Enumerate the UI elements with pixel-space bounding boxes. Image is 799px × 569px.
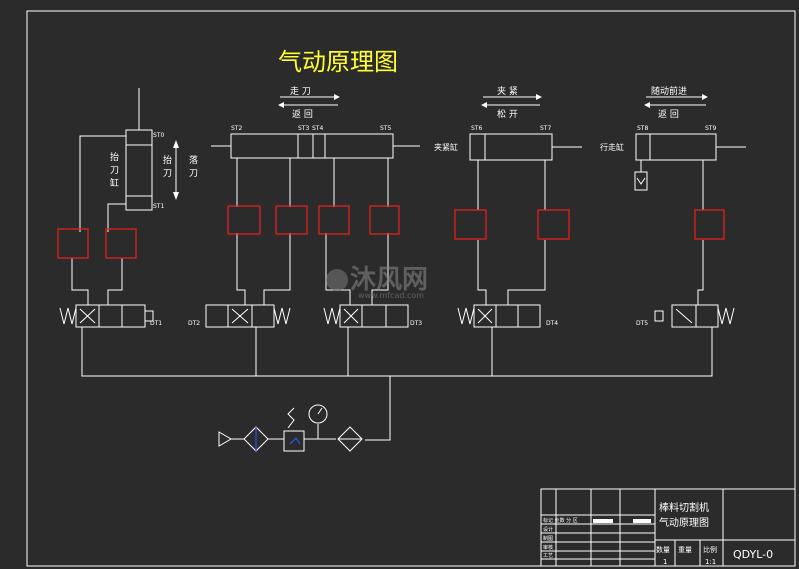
diagram-title: 气动原理图 (278, 48, 398, 76)
title-block-row-0: 标记 处数 分 区 (543, 517, 578, 524)
travel-cylinder: 行走缸 ST8 ST9 随动前进 返 回 (600, 85, 746, 305)
drawing-number: QDYL-0 (733, 548, 773, 561)
tag-st5: ST5 (380, 125, 391, 132)
tag-st9: ST9 (705, 125, 716, 132)
tag-st3: ST3 (298, 125, 309, 132)
label-walk-knife: 走 刀 (290, 86, 311, 97)
tag-st6: ST6 (471, 125, 482, 132)
label-release: 松 开 (497, 108, 518, 120)
tag-st7: ST7 (540, 125, 551, 132)
svg-text:www.mfcad.com: www.mfcad.com (358, 291, 424, 300)
solenoid-valve-2: DT2 (188, 304, 291, 328)
count-value: 1 (663, 558, 667, 566)
title-block-row-3: 审核 (543, 544, 553, 551)
solenoid-valve-1: DT1 (59, 304, 162, 328)
tag-st1: ST1 (153, 203, 164, 210)
watermark: 沐风网 www.mfcad.com (326, 265, 428, 300)
part-name-line1: 棒料切割机 (659, 501, 709, 514)
flow-control-row-2 (227, 205, 400, 235)
part-name-line2: 气动原理图 (659, 516, 709, 529)
label-lift-knife: 抬刀 (163, 154, 172, 179)
supply-manifold (81, 327, 713, 441)
title-block-row-2: 制图 (543, 535, 553, 542)
label-return-2: 返 回 (658, 108, 679, 120)
label-return-1: 返 回 (292, 108, 313, 120)
lift-knife-cylinder: ST0 ST1 抬刀缸 抬刀 落刀 (71, 88, 198, 305)
tag-dt1: DT1 (150, 320, 162, 327)
tag-dt2: DT2 (188, 320, 200, 327)
tag-dt4: DT4 (546, 320, 558, 327)
flow-control-row-3 (454, 209, 570, 240)
flow-control-pair-1 (57, 228, 137, 259)
solenoid-valve-3: DT3 (323, 304, 422, 328)
label-clamp: 夹 紧 (497, 85, 518, 97)
solenoid-valve-5: DT5 (636, 304, 735, 328)
svg-text:沐风网: 沐风网 (350, 265, 428, 295)
tag-dt5: DT5 (636, 320, 648, 327)
label-drop-knife: 落刀 (189, 154, 198, 179)
label-clamp-cyl: 夹紧缸 (434, 142, 458, 152)
scale-label: 比例 (703, 545, 717, 554)
tag-dt3: DT3 (410, 320, 422, 327)
label-lift-knife-cyl: 抬刀缸 (110, 151, 119, 189)
title-block-row-4: 工艺 (543, 553, 553, 559)
tag-st4: ST4 (312, 125, 323, 132)
title-block: 标记 处数 分 区 设计 制图 审核 工艺 棒料切割机 气动原理图 数量 重量 … (540, 488, 796, 567)
weight-label: 重量 (678, 546, 692, 554)
tag-st0: ST0 (153, 132, 164, 139)
drawing-frame (26, 10, 796, 567)
label-travel-cyl: 行走缸 (600, 142, 624, 152)
title-block-row-1: 设计 (543, 526, 553, 533)
label-follow-forward: 随动前进 (651, 85, 687, 97)
flow-control-row-4 (694, 209, 725, 240)
clamp-cylinder: 夹紧缸 ST6 ST7 夹 紧 松 开 (434, 85, 582, 305)
solenoid-valve-4: DT4 (457, 304, 558, 328)
scale-value: 1:1 (705, 558, 716, 566)
tag-st2: ST2 (231, 125, 242, 132)
count-label: 数量 (656, 545, 670, 554)
air-treatment-unit (218, 404, 363, 452)
tag-st8: ST8 (637, 125, 648, 132)
knife-travel-cylinders: ST2 ST3 ST4 ST5 走 刀 返 回 (211, 86, 420, 305)
